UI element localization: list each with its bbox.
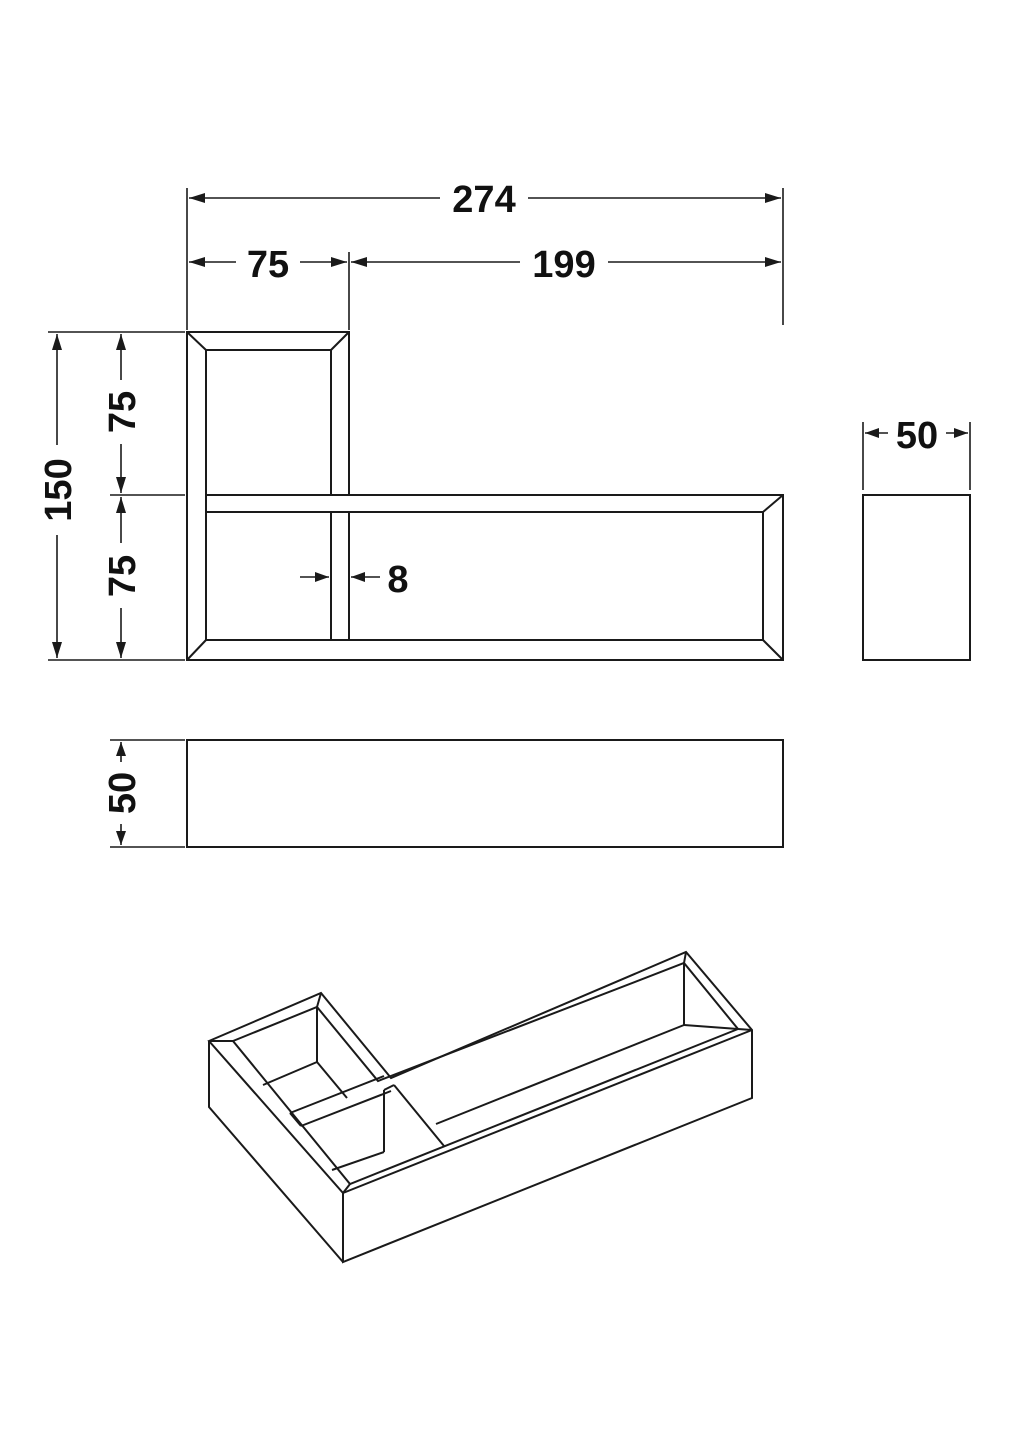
front-view: 50 xyxy=(102,739,784,848)
top-view-bevel xyxy=(186,639,207,661)
iso-lower-floor-edge xyxy=(331,1151,385,1171)
iso-divider-top xyxy=(383,1084,395,1091)
arrowhead xyxy=(954,428,968,438)
arrowhead xyxy=(351,572,365,582)
iso-shelf-end xyxy=(289,1112,302,1127)
arrowhead xyxy=(315,572,329,582)
front-view-outline xyxy=(186,739,784,848)
iso-bevel xyxy=(737,1028,753,1031)
iso-front-top-edge xyxy=(342,1029,753,1194)
arrowhead xyxy=(765,257,781,267)
arrowhead xyxy=(189,193,205,203)
arrowhead xyxy=(116,497,126,513)
isometric-view xyxy=(207,950,753,1264)
front-height-label: 50 xyxy=(102,772,144,814)
side-view: 50 xyxy=(862,415,971,661)
iso-bevel xyxy=(316,992,322,1008)
top-view-dimensions: 274 75 199 150 75 75 xyxy=(38,179,784,661)
top-view-bevel xyxy=(762,639,784,661)
side-view-outline xyxy=(862,494,971,661)
arrowhead xyxy=(52,334,62,350)
left-width-label: 75 xyxy=(247,244,289,286)
arrowhead xyxy=(116,477,126,493)
iso-inner-corner xyxy=(683,1024,739,1030)
right-width-label: 199 xyxy=(532,244,595,286)
overall-width-label: 274 xyxy=(452,179,515,221)
iso-left-side xyxy=(208,1041,344,1263)
top-view-bevel xyxy=(330,331,350,351)
iso-bevel xyxy=(683,951,687,964)
upper-height-label: 75 xyxy=(102,391,144,433)
arrowhead xyxy=(765,193,781,203)
arrowhead xyxy=(116,334,126,350)
lower-height-label: 75 xyxy=(102,555,144,597)
overall-height-label: 150 xyxy=(38,458,80,521)
iso-inner-rim xyxy=(231,961,740,1186)
arrowhead xyxy=(331,257,347,267)
top-view-bevel xyxy=(186,331,207,351)
arrowhead xyxy=(116,831,126,845)
top-view xyxy=(186,331,784,661)
arrowhead xyxy=(116,742,126,756)
arrowhead xyxy=(52,642,62,658)
arrowhead xyxy=(351,257,367,267)
top-view-bevel xyxy=(762,494,784,513)
arrowhead xyxy=(865,428,879,438)
side-depth-label: 50 xyxy=(896,415,938,457)
divider-thickness-label: 8 xyxy=(387,559,408,601)
iso-bevel xyxy=(342,1183,351,1194)
iso-shelf xyxy=(289,1075,392,1127)
iso-divider xyxy=(383,1084,445,1152)
arrowhead xyxy=(116,642,126,658)
top-view-lower-compartment xyxy=(206,512,764,641)
arrowhead xyxy=(189,257,205,267)
top-view-upper-compartment xyxy=(206,349,332,495)
